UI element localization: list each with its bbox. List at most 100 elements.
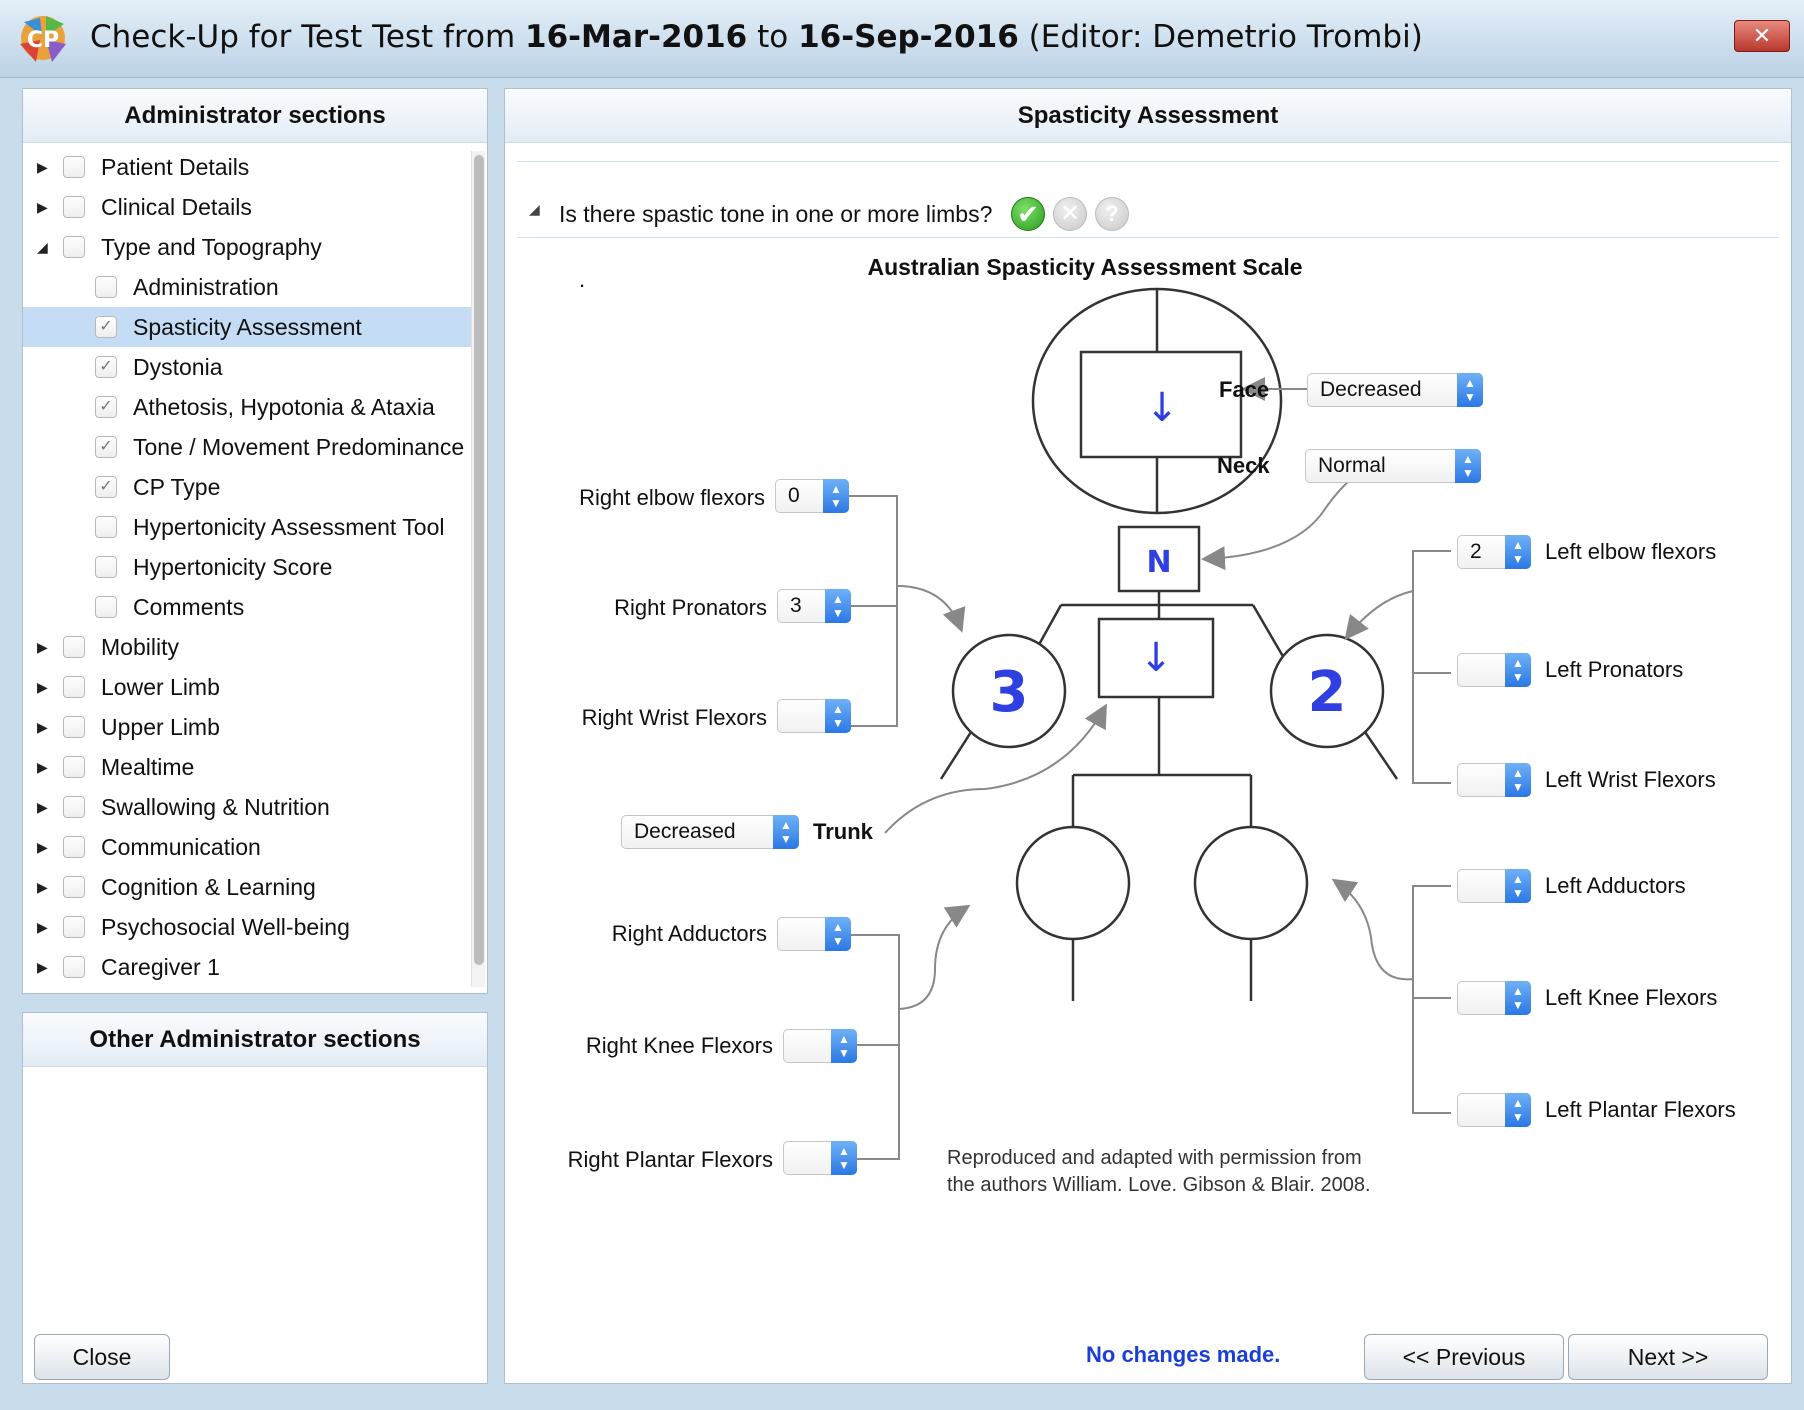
tree-item[interactable]: ✓ Spasticity Assessment [23,307,481,347]
neck-letter: N [1146,545,1171,580]
left-knee-flexors-select[interactable]: ▲▼ [1457,981,1531,1015]
trunk-select[interactable]: Decreased▲▼ [621,815,799,849]
tree-item[interactable]: ▶Cognition & Learning [23,867,481,907]
right-adductors-select[interactable]: ▲▼ [777,917,851,951]
tree-item-checkbox[interactable] [95,596,117,618]
left-elbow-flexors-select[interactable]: 2▲▼ [1457,535,1531,569]
tree-item-checkbox[interactable]: ✓ [95,316,117,338]
section-tree: ▶Patient Details▶Clinical Details◢Type a… [23,147,483,993]
tree-item-checkbox[interactable] [63,636,85,658]
expand-triangle-icon[interactable]: ▶ [37,719,48,735]
expand-triangle-icon[interactable]: ▶ [37,199,48,215]
tree-item-checkbox[interactable] [63,836,85,858]
question-collapse-icon[interactable]: ◢ [529,201,540,217]
tree-item[interactable]: ▶Upper Limb [23,707,481,747]
chevron-updown-icon: ▲▼ [825,589,851,623]
tree-item-checkbox[interactable]: ✓ [95,396,117,418]
expand-triangle-icon[interactable]: ▶ [37,959,48,975]
expand-triangle-icon[interactable]: ▶ [37,799,48,815]
expand-triangle-icon[interactable]: ▶ [37,919,48,935]
expand-triangle-icon[interactable]: ▶ [37,759,48,775]
expand-triangle-icon[interactable]: ▶ [37,839,48,855]
expand-triangle-icon[interactable]: ▶ [37,679,48,695]
tree-item[interactable]: ✓Tone / Movement Predominance [23,427,481,467]
right-plantar-flexors-select[interactable]: ▲▼ [783,1141,857,1175]
tree-item[interactable]: Administration [23,267,481,307]
next-button[interactable]: Next >> [1568,1334,1768,1380]
left-adductors-select[interactable]: ▲▼ [1457,869,1531,903]
right-knee-flexors-select[interactable]: ▲▼ [783,1029,857,1063]
no-cross-icon[interactable]: ✕ [1053,197,1087,231]
title-from-date: 16-Mar-2016 [525,19,748,55]
face-select[interactable]: Decreased▲▼ [1307,373,1483,407]
tree-item[interactable]: ▶ Psychosocial Well-being [23,907,481,947]
unknown-question-icon[interactable]: ? [1095,197,1129,231]
window-close-button[interactable]: ✕ [1734,20,1790,52]
tree-item[interactable]: ✓Athetosis, Hypotonia & Ataxia [23,387,481,427]
tree-item-label: Psychosocial Well-being [101,914,350,940]
tree-item[interactable]: ▶Mobility [23,627,481,667]
right-pronators-select[interactable]: 3 ▲▼ [777,589,851,623]
tree-item-checkbox[interactable] [63,716,85,738]
close-button[interactable]: Close [34,1334,170,1380]
tree-scrollbar[interactable] [471,151,485,987]
tree-item-checkbox[interactable] [63,876,85,898]
tree-item-checkbox[interactable]: ✓ [95,356,117,378]
tree-item-checkbox[interactable] [63,756,85,778]
right-knee-flexors-label: Right Knee Flexors [585,1033,773,1058]
tree-item[interactable]: Comments [23,587,481,627]
left-plantar-flexors-select[interactable]: ▲▼ [1457,1093,1531,1127]
tree-item-label: Spasticity Assessment [133,314,362,340]
tree-item-checkbox[interactable]: ✓ [95,476,117,498]
tree-item[interactable]: ✓CP Type [23,467,481,507]
tree-item-checkbox[interactable] [63,676,85,698]
main-panel-header: Spasticity Assessment [505,89,1791,143]
tree-item[interactable]: ▶Lower Limb [23,667,481,707]
tree-item[interactable]: ▶Caregiver 1 [23,947,481,987]
tree-item[interactable]: ◢Type and Topography [23,227,481,267]
right-pronators-value: 3 [790,594,802,617]
yes-check-icon[interactable]: ✔ [1011,197,1045,231]
tree-item-checkbox[interactable] [63,236,85,258]
expand-triangle-icon[interactable]: ▶ [37,879,48,895]
right-elbow-flexors-select[interactable]: 0▲▼ [775,479,849,513]
right-elbow-flexors-label: Right elbow flexors [579,485,765,510]
tree-item-checkbox[interactable] [95,276,117,298]
chevron-updown-icon: ▲▼ [1455,449,1481,483]
trunk-value: Decreased [634,820,736,843]
tree-item[interactable]: ▶ Communication [23,827,481,867]
right-wrist-flexors-select[interactable]: ▲▼ [777,699,851,733]
tree-scroll-thumb[interactable] [474,155,484,965]
tree-item-checkbox[interactable] [95,556,117,578]
app-logo: CP [20,16,66,62]
expand-triangle-icon[interactable]: ▶ [37,159,48,175]
tree-item-label: Communication [101,834,261,860]
tree-item-checkbox[interactable] [63,196,85,218]
tree-item[interactable]: ▶Clinical Details [23,187,481,227]
divider-bottom [517,237,1779,238]
title-editor: (Editor: Demetrio Trombi) [1018,19,1423,55]
chevron-updown-icon: ▲▼ [831,1141,857,1175]
tree-item[interactable]: Hypertonicity Score [23,547,481,587]
tree-item[interactable]: ▶Patient Details [23,147,481,187]
tree-item-checkbox[interactable] [63,156,85,178]
left-pronators-select[interactable]: ▲▼ [1457,653,1531,687]
previous-button[interactable]: << Previous [1364,1334,1564,1380]
spastic-tone-question: Is there spastic tone in one or more lim… [559,201,993,227]
tree-item-label: Hypertonicity Score [133,554,333,580]
tree-item-checkbox[interactable] [63,956,85,978]
spasticity-assessment-panel: Spasticity Assessment ◢ Is there spastic… [504,88,1792,1384]
tree-item[interactable]: ✓Dystonia [23,347,481,387]
tree-item-checkbox[interactable] [95,516,117,538]
tree-item[interactable]: ▶Swallowing & Nutrition [23,787,481,827]
tree-item[interactable]: Hypertonicity Assessment Tool [23,507,481,547]
left-wrist-flexors-select[interactable]: ▲▼ [1457,763,1531,797]
collapse-triangle-icon[interactable]: ◢ [37,239,48,255]
expand-triangle-icon[interactable]: ▶ [37,639,48,655]
tree-item-checkbox[interactable] [63,916,85,938]
tree-item-checkbox[interactable] [63,796,85,818]
tree-item[interactable]: ▶Mealtime [23,747,481,787]
neck-select[interactable]: Normal▲▼ [1305,449,1481,483]
chevron-updown-icon: ▲▼ [825,699,851,733]
tree-item-checkbox[interactable]: ✓ [95,436,117,458]
